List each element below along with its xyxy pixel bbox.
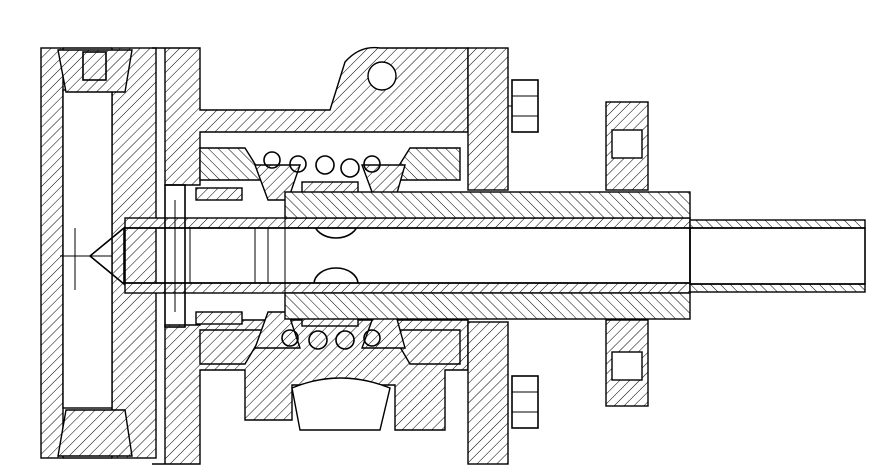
bolt-top (508, 79, 539, 133)
spindle-sleeve (124, 191, 691, 320)
bolt-bottom (511, 375, 539, 429)
right-ring (605, 101, 649, 407)
rod (689, 219, 866, 293)
collar (164, 184, 243, 328)
end-cover (40, 47, 157, 459)
center-tip (88, 226, 125, 286)
housing (152, 46, 509, 465)
springs (263, 151, 381, 350)
